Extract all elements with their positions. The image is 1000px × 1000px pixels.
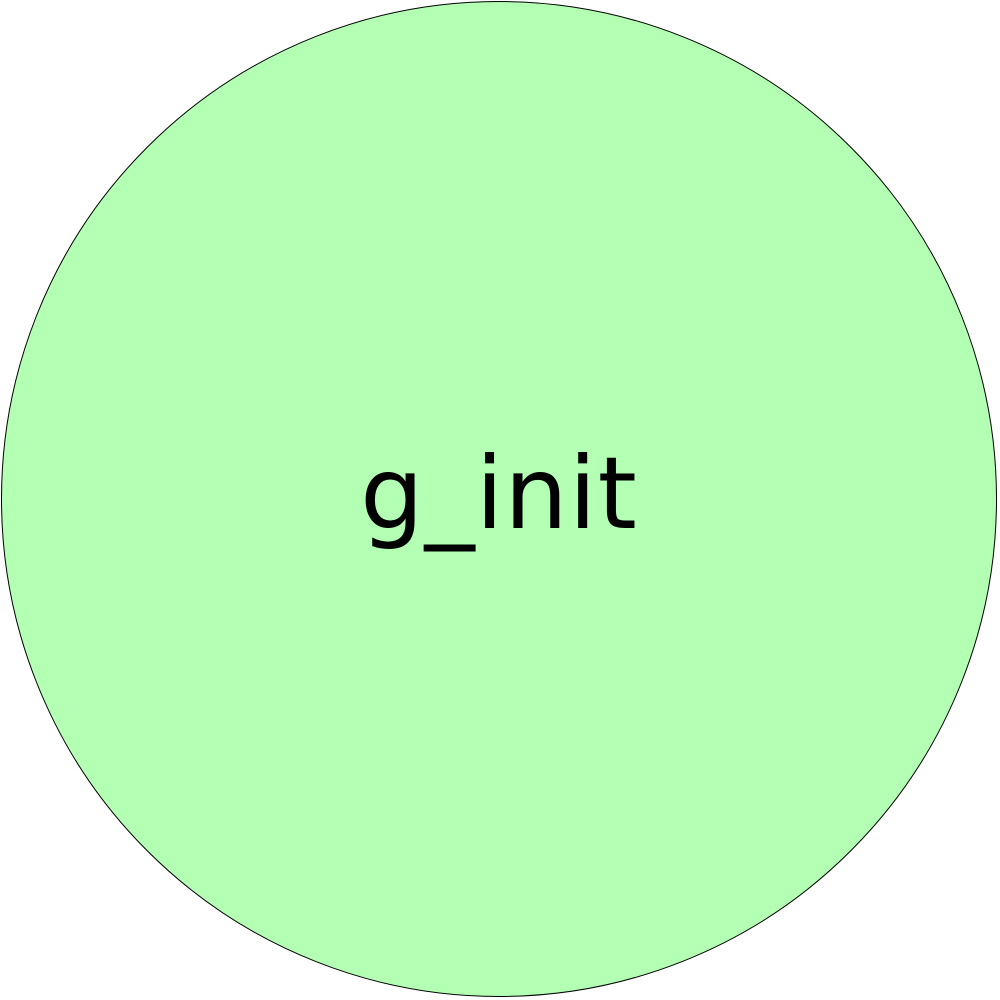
node-label: g_init	[360, 435, 638, 552]
